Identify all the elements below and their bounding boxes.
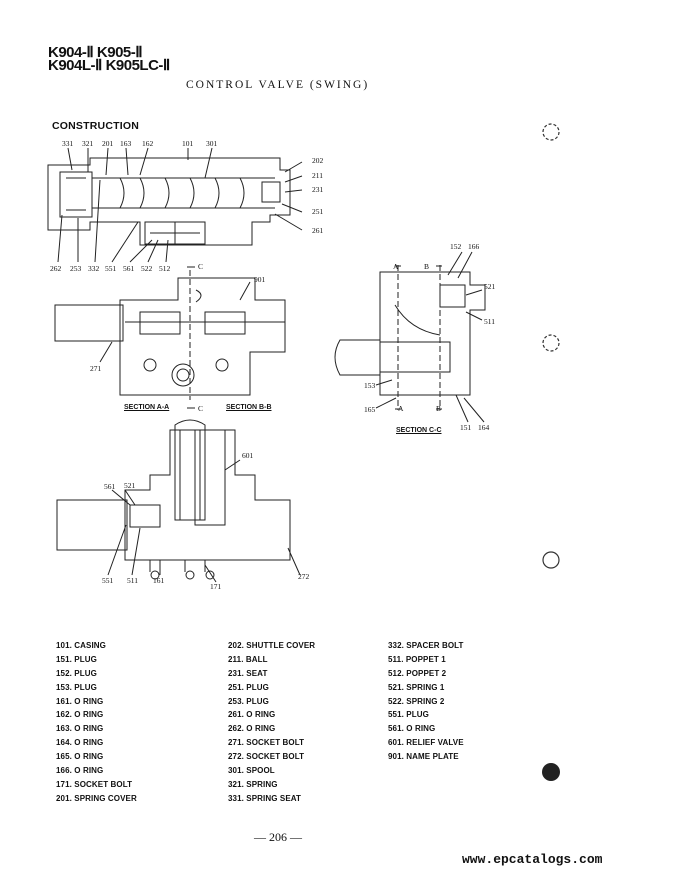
model-numbers: K904-Ⅱ K905-Ⅱ K904L-Ⅱ K905LC-Ⅱ bbox=[48, 44, 170, 74]
construction-drawing bbox=[47, 147, 486, 583]
part-row: 231. SEAT bbox=[228, 668, 268, 678]
part-row: 171. SOCKET BOLT bbox=[56, 779, 133, 789]
part-row: 601. RELIEF VALVE bbox=[388, 738, 464, 748]
part-row: 162. O RING bbox=[56, 710, 104, 720]
part-row: 332. SPACER BOLT bbox=[388, 641, 464, 650]
part-row: 201. SPRING COVER bbox=[56, 793, 137, 803]
part-row: 251. PLUG bbox=[228, 682, 269, 692]
callout-201: 201 bbox=[102, 139, 114, 148]
callout-151: 151 bbox=[460, 423, 472, 432]
part-row: 261. O RING bbox=[228, 710, 276, 720]
part-row: 901. NAME PLATE bbox=[388, 752, 459, 762]
callout-561-lower: 561 bbox=[104, 482, 116, 491]
callout-231: 231 bbox=[312, 185, 324, 194]
callout-332: 332 bbox=[88, 264, 100, 273]
section-bb-label: SECTION B-B bbox=[226, 404, 272, 411]
binder-hole-1 bbox=[542, 123, 560, 141]
part-row: 512. POPPET 2 bbox=[388, 668, 447, 678]
callout-171: 171 bbox=[210, 582, 222, 591]
section-aa-label: SECTION A-A bbox=[124, 404, 170, 411]
top-section-view bbox=[47, 157, 291, 246]
callout-165: 165 bbox=[364, 405, 376, 414]
part-row: 161. O RING bbox=[56, 696, 104, 706]
part-row: 153. PLUG bbox=[56, 682, 97, 692]
callout-161: 161 bbox=[153, 576, 165, 585]
callout-251: 251 bbox=[312, 207, 324, 216]
callout-601: 601 bbox=[242, 451, 254, 460]
part-row: 164. O RING bbox=[56, 738, 104, 748]
callout-511: 511 bbox=[484, 317, 495, 326]
callout-153: 153 bbox=[364, 381, 376, 390]
part-row: 151. PLUG bbox=[56, 654, 97, 664]
page-title: CONTROL VALVE (SWING) bbox=[186, 79, 370, 91]
callout-561: 561 bbox=[123, 264, 135, 273]
part-row: 321. SPRING bbox=[228, 779, 278, 789]
part-row: 301. SPOOL bbox=[228, 766, 275, 776]
callout-521: 521 bbox=[484, 282, 496, 291]
part-row: 152. PLUG bbox=[56, 668, 97, 678]
callout-522: 522 bbox=[141, 264, 153, 273]
right-section-view bbox=[334, 265, 486, 410]
section-cc-label: SECTION C-C bbox=[396, 427, 442, 434]
part-row: 163. O RING bbox=[56, 724, 104, 734]
middle-section-view bbox=[54, 270, 286, 400]
model-line-2: K904L-Ⅱ K905LC-Ⅱ bbox=[48, 57, 170, 74]
callout-253: 253 bbox=[70, 264, 82, 273]
callout-272: 272 bbox=[298, 572, 310, 581]
part-row: 166. O RING bbox=[56, 766, 104, 776]
part-row: 561. O RING bbox=[388, 724, 436, 734]
callout-271: 271 bbox=[90, 364, 102, 373]
part-row: 211. BALL bbox=[228, 654, 268, 664]
callout-511-lower: 511 bbox=[127, 576, 138, 585]
callout-551-lower: 551 bbox=[102, 576, 114, 585]
part-row: 511. POPPET 1 bbox=[388, 654, 446, 664]
part-row: 165. O RING bbox=[56, 752, 104, 762]
callout-164: 164 bbox=[478, 423, 490, 432]
part-row: 253. PLUG bbox=[228, 696, 269, 706]
callout-261: 261 bbox=[312, 226, 324, 235]
part-row: 271. SOCKET BOLT bbox=[228, 738, 305, 748]
cut-marker-a-top: A bbox=[393, 262, 399, 271]
footer-url: www.epcatalogs.com bbox=[462, 852, 603, 867]
part-row: 101. CASING bbox=[56, 641, 107, 650]
part-row: 331. SPRING SEAT bbox=[228, 793, 302, 803]
binder-hole-4 bbox=[542, 763, 560, 781]
callout-321: 321 bbox=[82, 139, 94, 148]
callout-331: 331 bbox=[62, 139, 74, 148]
part-row: 262. O RING bbox=[228, 724, 276, 734]
binder-holes bbox=[542, 123, 560, 781]
callout-101: 101 bbox=[182, 139, 194, 148]
part-row: 521. SPRING 1 bbox=[388, 682, 445, 692]
construction-heading: CONSTRUCTION bbox=[52, 120, 139, 132]
lower-section-view bbox=[56, 419, 291, 580]
callout-163: 163 bbox=[120, 139, 132, 148]
binder-hole-2 bbox=[542, 334, 560, 352]
model-line-1: K904-Ⅱ K905-Ⅱ bbox=[48, 44, 143, 61]
part-row: 522. SPRING 2 bbox=[388, 696, 445, 706]
callout-152: 152 bbox=[450, 242, 462, 251]
callout-301: 301 bbox=[206, 139, 218, 148]
part-row: 551. PLUG bbox=[388, 710, 429, 720]
callout-521-lower: 521 bbox=[124, 481, 136, 490]
callout-166: 166 bbox=[468, 242, 480, 251]
cut-marker-c-bottom: C bbox=[198, 404, 204, 413]
callout-512: 512 bbox=[159, 264, 171, 273]
page-number: — 206 — bbox=[254, 830, 302, 844]
part-row: 202. SHUTTLE COVER bbox=[228, 641, 316, 650]
callout-162: 162 bbox=[142, 139, 154, 148]
binder-hole-3 bbox=[542, 551, 560, 569]
callout-262: 262 bbox=[50, 264, 62, 273]
parts-list-col-1: 101. CASING 151. PLUG 152. PLUG 153. PLU… bbox=[56, 641, 137, 808]
parts-list-col-3: 332. SPACER BOLT 511. POPPET 1 512. POPP… bbox=[388, 641, 464, 766]
part-row: 272. SOCKET BOLT bbox=[228, 752, 305, 762]
callout-211: 211 bbox=[312, 171, 323, 180]
callout-551: 551 bbox=[105, 264, 117, 273]
cut-marker-b-top: B bbox=[424, 262, 430, 271]
cut-marker-c-top: C bbox=[198, 262, 204, 271]
callout-901: 901 bbox=[254, 275, 266, 284]
cut-marker-a-bottom: A bbox=[398, 404, 404, 413]
cut-marker-b-bottom: B bbox=[436, 404, 442, 413]
parts-list-col-2: 202. SHUTTLE COVER 211. BALL 231. SEAT 2… bbox=[228, 641, 315, 808]
callout-202: 202 bbox=[312, 156, 324, 165]
